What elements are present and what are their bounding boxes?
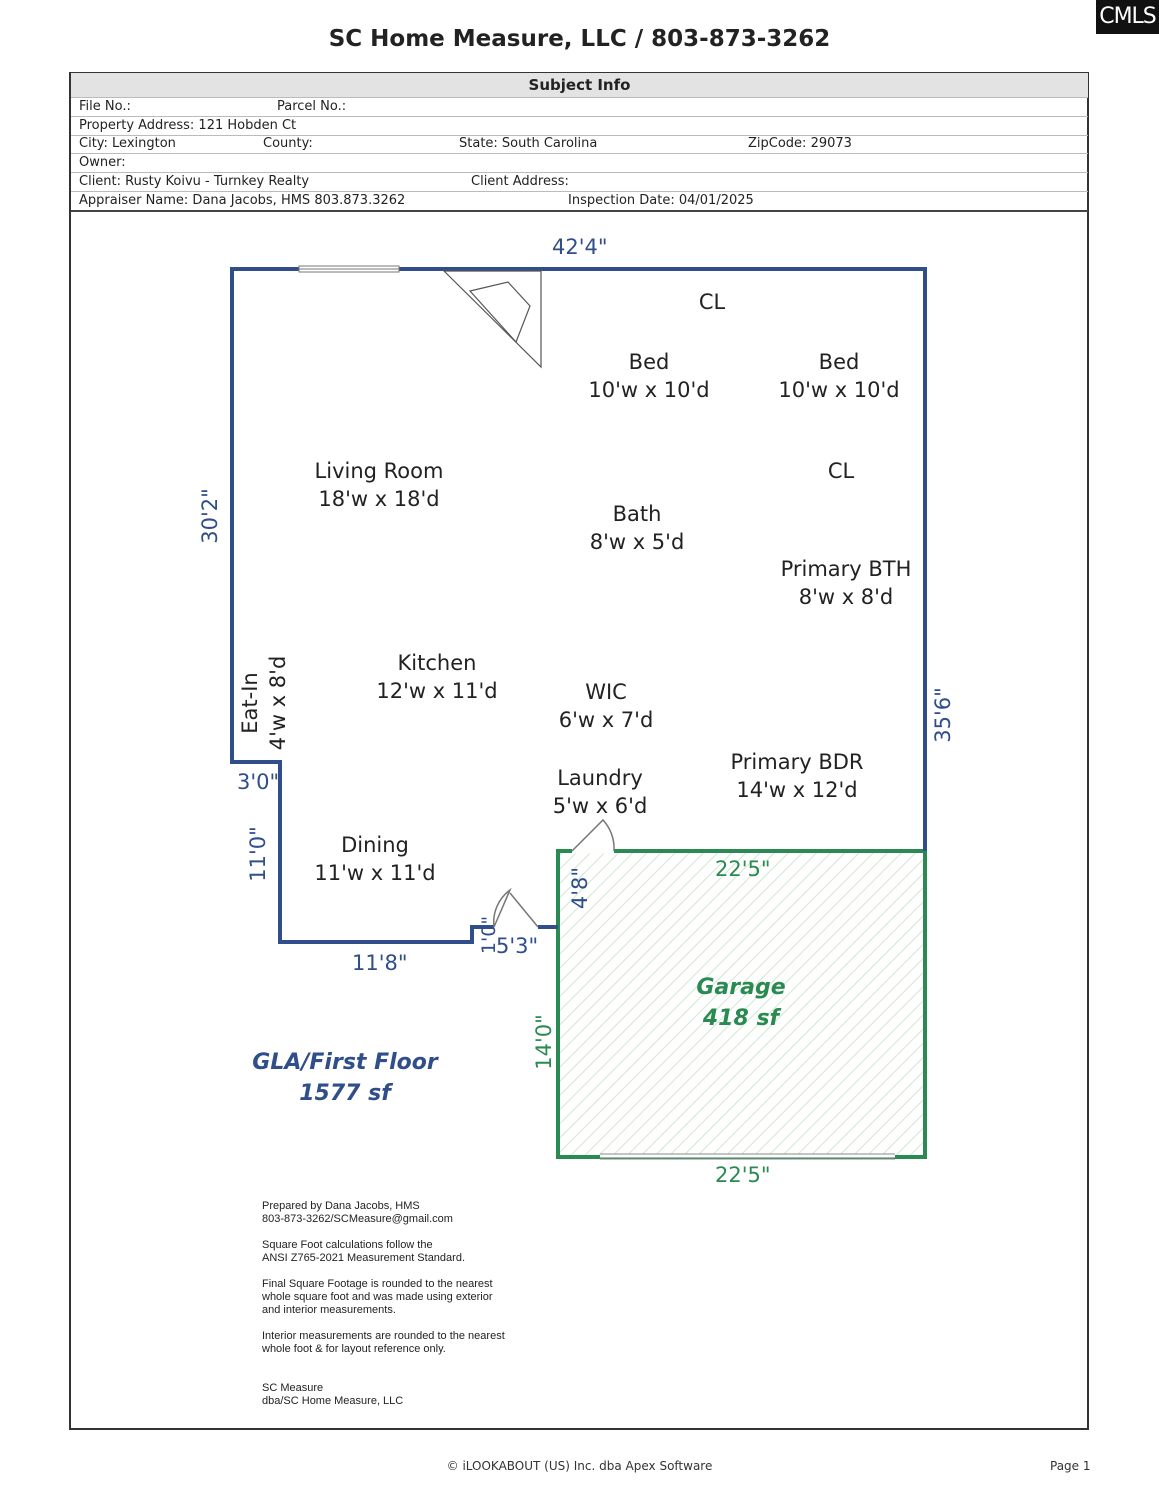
laundry-door-swing xyxy=(571,818,615,852)
closet-right-label: CL xyxy=(827,459,855,483)
dimension-top: 42'4" xyxy=(552,235,608,259)
footer-page-number: Page 1 xyxy=(1050,1459,1091,1473)
page-title: SC Home Measure, LLC / 803-873-3262 xyxy=(328,26,831,52)
zip-field: ZipCode: 29073 xyxy=(748,136,852,151)
subject-info-heading: Subject Info xyxy=(71,73,1088,98)
info-row-appraiser: Appraiser Name: Dana Jacobs, HMS 803.873… xyxy=(71,192,1088,210)
county-field: County: xyxy=(263,136,313,151)
info-row-owner: Owner: xyxy=(71,154,1088,173)
info-divider xyxy=(71,210,1088,212)
cmls-logo: CMLS xyxy=(1096,0,1159,34)
appraiser-field: Appraiser Name: Dana Jacobs, HMS 803.873… xyxy=(79,193,406,208)
info-row-city: City: Lexington County: State: South Car… xyxy=(71,135,1088,154)
preparer-notes: Prepared by Dana Jacobs, HMS 803-873-326… xyxy=(262,1200,505,1421)
inspection-date-field: Inspection Date: 04/01/2025 xyxy=(568,193,754,208)
owner-field: Owner: xyxy=(79,155,126,170)
house-outline xyxy=(230,267,927,944)
note-company: SC Measure dba/SC Home Measure, LLC xyxy=(262,1382,404,1407)
dimension-bottom: 11'8" xyxy=(352,951,408,975)
property-address-field: Property Address: 121 Hobden Ct xyxy=(79,118,297,133)
client-address-field: Client Address: xyxy=(471,174,569,189)
dimension-garage-top: 22'5" xyxy=(715,857,771,881)
dimension-right: 35'6" xyxy=(930,687,955,743)
note-standard: Square Foot calculations follow the ANSI… xyxy=(262,1239,466,1264)
info-row-address: Property Address: 121 Hobden Ct xyxy=(71,117,1088,136)
note-rounding: Final Square Footage is rounded to the n… xyxy=(262,1278,493,1316)
dimension-left: 30'2" xyxy=(197,488,222,544)
state-field: State: South Carolina xyxy=(459,136,598,151)
dimension-garage-side-small: 4'8" xyxy=(568,866,593,910)
footer-copyright: © iLOOKABOUT (US) Inc. dba Apex Software xyxy=(446,1459,713,1473)
city-field: City: Lexington xyxy=(79,136,176,151)
dimension-garage-bottom: 22'5" xyxy=(715,1163,771,1187)
garage-outline xyxy=(556,849,927,1159)
note-interior: Interior measurements are rounded to the… xyxy=(262,1330,505,1355)
dimension-step-top: 3'0" xyxy=(237,770,280,794)
dimension-garage-side: 14'0" xyxy=(531,1014,556,1070)
entry-door-swing xyxy=(492,887,512,928)
parcel-no-field: Parcel No.: xyxy=(277,99,347,114)
closet-top-label: CL xyxy=(698,290,726,314)
file-no-field: File No.: xyxy=(79,99,131,114)
garage-fill xyxy=(558,851,925,1157)
corner-fireplace xyxy=(442,270,542,369)
dimension-step-left: 11'0" xyxy=(245,826,270,882)
client-field: Client: Rusty Koivu - Turnkey Realty xyxy=(79,174,310,189)
dimension-entry: 5'3" xyxy=(496,934,539,958)
info-row-client: Client: Rusty Koivu - Turnkey Realty Cli… xyxy=(71,173,1088,192)
info-row-file: File No.: Parcel No.: xyxy=(71,98,1088,117)
note-prepared-by: Prepared by Dana Jacobs, HMS 803-873-326… xyxy=(262,1200,453,1225)
